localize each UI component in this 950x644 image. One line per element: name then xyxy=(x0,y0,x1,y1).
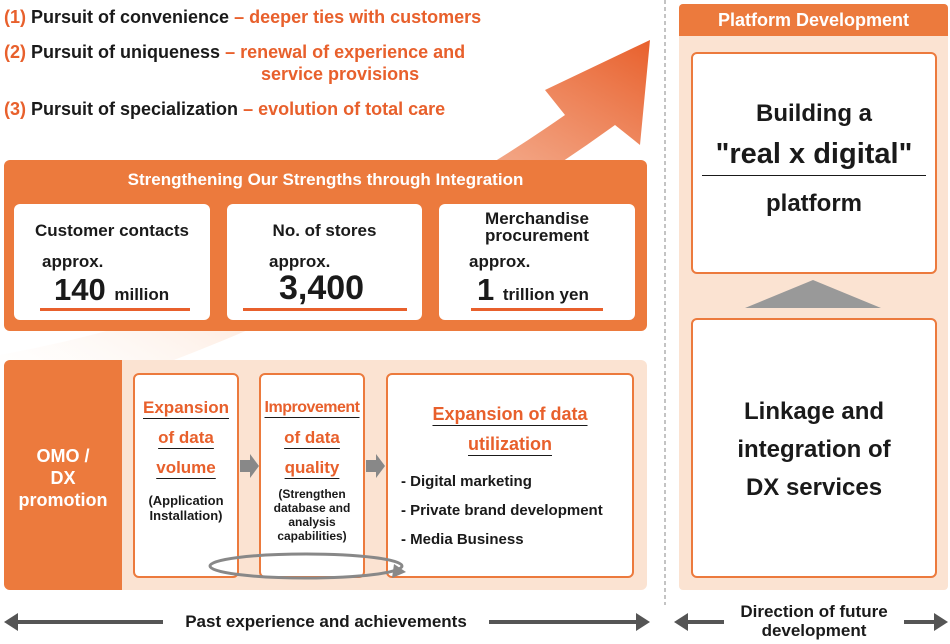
cycle-loop-icon xyxy=(208,552,404,580)
stat-approx: approx. xyxy=(469,252,531,271)
pursuit-number: (3) xyxy=(4,99,26,119)
stat-unit: trillion yen xyxy=(502,285,589,304)
platform-top-line2: "real x digital" xyxy=(715,138,913,170)
cycle-arrowhead-icon xyxy=(392,564,406,578)
omo-title-line1: OMO / xyxy=(36,446,90,466)
platform-top-underline xyxy=(702,175,926,176)
omo-title: OMO / DX promotion xyxy=(4,445,122,511)
triangle-up-icon xyxy=(745,280,881,308)
platform-bottom-line2: integration of xyxy=(737,436,891,463)
stat-card-customer-contacts: Customer contacts approx. 140 million xyxy=(14,204,210,320)
footer-future-label: Direction of future development xyxy=(724,602,904,640)
stat-value: 140 million xyxy=(54,274,169,311)
platform-top-box: Building a "real x digital" platform xyxy=(691,52,937,274)
stat-number: 140 xyxy=(54,272,106,307)
box-head: Expansion of data volume xyxy=(135,393,237,483)
box-head-line: quality xyxy=(284,458,340,477)
pursuit-number: (1) xyxy=(4,7,26,27)
box-head: Improvement of data quality xyxy=(261,393,363,483)
footer-future-line1: Direction of future xyxy=(740,602,888,621)
box-head-line: of data xyxy=(158,428,214,447)
footer-past-label: Past experience and achievements xyxy=(163,612,489,632)
box-data-volume: Expansion of data volume (Application In… xyxy=(133,373,239,578)
box-head-line: of data xyxy=(284,428,340,447)
pursuit-sub: – deeper ties with customers xyxy=(234,7,482,27)
bullet-item: - Private brand development xyxy=(401,502,603,519)
box-head-line: Improvement xyxy=(264,399,360,416)
box-note-line: database and xyxy=(273,501,351,515)
box-head: Expansion of data utilization xyxy=(388,399,632,459)
box-note-line: (Strengthen xyxy=(278,487,346,501)
box-head-line: Expansion of data xyxy=(432,404,588,424)
stat-label-line2: procurement xyxy=(485,226,589,245)
pursuit-text: Pursuit of convenience xyxy=(31,7,230,27)
box-note: (Application Installation) xyxy=(135,493,237,523)
stat-value: 1 trillion yen xyxy=(477,274,589,311)
stat-approx: approx. xyxy=(42,252,104,271)
bullet-item: - Media Business xyxy=(401,531,524,548)
stat-underline xyxy=(243,308,407,311)
stat-approx: approx. xyxy=(269,252,331,271)
box-note-line: Installation) xyxy=(149,508,223,523)
stat-label: Customer contacts xyxy=(35,221,189,240)
stat-label: No. of stores xyxy=(272,221,377,240)
platform-bottom-line3: DX services xyxy=(745,474,883,501)
platform-bottom-line1: Linkage and xyxy=(743,398,885,425)
arrow-right-icon xyxy=(240,454,259,478)
pursuit-text: Pursuit of specialization xyxy=(31,99,239,119)
box-note-line: capabilities) xyxy=(277,529,347,543)
omo-title-line3: promotion xyxy=(18,490,108,510)
pursuit-sub: – evolution of total care xyxy=(243,99,446,119)
stat-underline xyxy=(40,308,190,311)
box-head-line: utilization xyxy=(468,434,552,454)
pursuit-2: (2) Pursuit of uniqueness – renewal of e… xyxy=(4,41,465,63)
stat-card-stores: No. of stores approx. 3,400 xyxy=(227,204,422,320)
omo-title-line2: DX xyxy=(50,468,76,488)
box-data-quality: Improvement of data quality (Strengthen … xyxy=(259,373,365,578)
platform-top-line1: Building a xyxy=(756,100,872,127)
box-note: (Strengthen database and analysis capabi… xyxy=(261,487,363,543)
box-note-line: analysis xyxy=(288,515,336,529)
strengths-title: Strengthening Our Strengths through Inte… xyxy=(127,170,524,189)
stat-unit: million xyxy=(114,285,170,304)
box-head-line: Expansion xyxy=(143,398,229,417)
pursuit-text: Pursuit of uniqueness xyxy=(31,42,221,62)
stat-card-merchandise: Merchandise procurement approx. 1 trilli… xyxy=(439,204,635,320)
pursuit-1: (1) Pursuit of convenience – deeper ties… xyxy=(4,6,481,28)
platform-top-line3: platform xyxy=(766,190,862,217)
stat-underline xyxy=(471,308,603,311)
box-data-utilization: Expansion of data utilization xyxy=(386,373,634,578)
omo-left-band xyxy=(4,360,122,590)
stat-number: 3,400 xyxy=(279,269,365,307)
stat-label-line1: Merchandise xyxy=(485,209,589,228)
pursuit-sub: – renewal of experience and xyxy=(225,42,466,62)
stat-value: 3,400 xyxy=(279,269,365,307)
platform-header: Platform Development xyxy=(679,4,948,36)
pursuit-2-sub2: service provisions xyxy=(261,64,420,84)
bullet-item: - Digital marketing xyxy=(401,473,532,490)
box-head-line: volume xyxy=(156,458,216,477)
arrow-right-icon xyxy=(366,454,385,478)
stat-number: 1 xyxy=(477,272,495,307)
box-note-line: (Application xyxy=(148,493,224,508)
pursuit-number: (2) xyxy=(4,42,26,62)
pursuit-3: (3) Pursuit of specialization – evolutio… xyxy=(4,98,445,120)
footer-future-line2: development xyxy=(761,621,867,640)
platform-bottom-box: Linkage and integration of DX services xyxy=(691,318,937,578)
